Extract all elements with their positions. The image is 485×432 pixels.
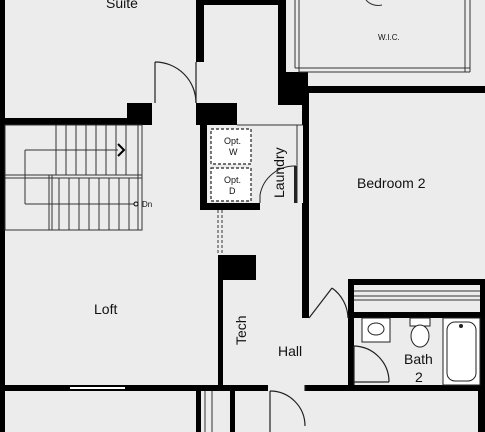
- wic-door-swing: [365, 0, 383, 6]
- wall-column-suite: [127, 103, 152, 125]
- laundry-door-swing: [259, 165, 297, 203]
- wall-right-bottom: [478, 391, 485, 432]
- washer-label-line2: W: [229, 147, 238, 157]
- wall-bedroom-bottom: [348, 279, 485, 285]
- room-label-suite: Suite: [106, 0, 138, 11]
- wall-tech-column: [220, 255, 256, 280]
- bedroom-closet: [354, 290, 480, 301]
- room-label-bath-2-line1: Bath: [404, 351, 433, 367]
- wall-tech-left: [218, 255, 223, 390]
- suite-door: [154, 61, 197, 104]
- wall-top-middle: [204, 0, 278, 5]
- tub-drain-icon: [459, 324, 463, 328]
- washer: [210, 128, 252, 165]
- wall-bath-bottom: [305, 385, 485, 391]
- stair-direction-arrow-icon: [117, 143, 126, 157]
- wall-bottom-post-b: [230, 391, 235, 432]
- hall-door: [269, 385, 306, 432]
- laundry-door-leaf: [294, 166, 297, 203]
- dryer-label-line1: Opt.: [224, 175, 241, 185]
- stair-bottom-marker-icon: [133, 201, 139, 207]
- room-label-laundry: Laundry: [271, 147, 287, 198]
- wall-laundry-left: [200, 125, 207, 210]
- room-label-bath-2-line2: 2: [415, 369, 423, 385]
- wall-hall-bottom-left: [218, 385, 268, 391]
- dashed-header: [217, 210, 223, 255]
- stair-direction-label: Dn: [142, 200, 152, 209]
- room-label-hall: Hall: [278, 343, 302, 359]
- room-label-tech: Tech: [233, 315, 249, 345]
- wall-bedroom-top-right: [300, 86, 485, 93]
- bath-fixtures: [361, 317, 481, 386]
- staircase: [4, 124, 143, 231]
- wall-bath-left: [348, 279, 354, 390]
- bathtub-basin: [446, 321, 477, 382]
- dryer-label-line2: D: [229, 186, 236, 196]
- wall-bottom-post-a: [196, 391, 201, 432]
- wall-wic-left: [278, 0, 286, 80]
- washer-label-line1: Opt.: [224, 136, 241, 146]
- wall-suite-bottom: [0, 118, 152, 125]
- sink-basin: [367, 322, 385, 336]
- bedroom-door: [308, 287, 349, 319]
- room-label-bedroom-2: Bedroom 2: [357, 175, 426, 191]
- bottom-dividers: [70, 387, 213, 432]
- dryer: [210, 167, 252, 202]
- room-label-loft: Loft: [94, 301, 117, 317]
- wall-laundry-top: [200, 103, 237, 125]
- wall-suite-right: [196, 0, 204, 62]
- wall-closet-bottom: [348, 312, 485, 318]
- bath-door: [353, 345, 390, 385]
- wall-laundry-bottom: [200, 203, 260, 210]
- wall-bedroom-left: [302, 93, 309, 318]
- laundry-room: [207, 124, 303, 203]
- wall-left: [0, 0, 5, 432]
- room-label-wic: W.I.C.: [378, 33, 400, 42]
- wall-bath-right: [480, 285, 485, 385]
- toilet-bowl: [410, 324, 430, 348]
- wic-shelves: [294, 0, 471, 73]
